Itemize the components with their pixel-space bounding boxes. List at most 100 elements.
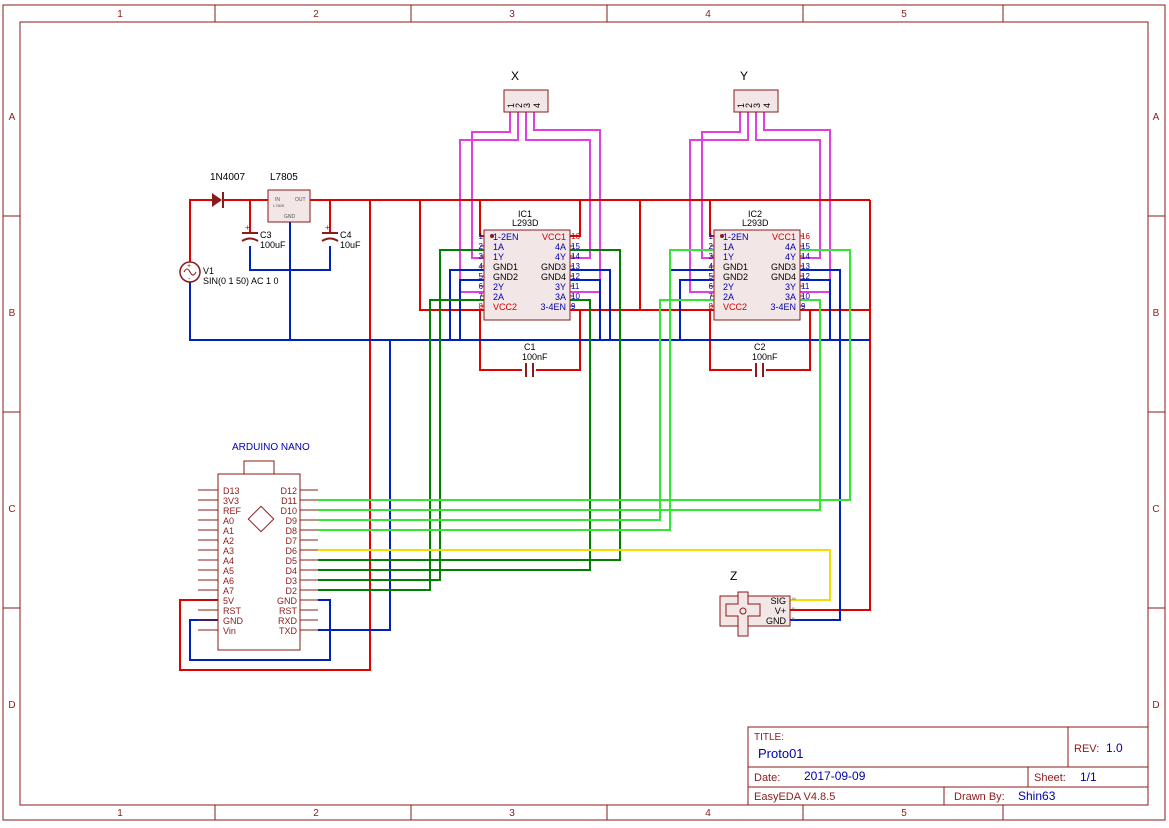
arduino-pin-right: D8 [285, 526, 297, 536]
capacitor-c1: C1 100nF [522, 342, 548, 377]
col-label-bottom-2: 2 [313, 808, 319, 819]
arduino-pin-right: D7 [285, 536, 297, 546]
arduino-pin-left: A7 [223, 586, 234, 596]
ic2-pin-name-right: 3A [785, 292, 796, 302]
ic1-pin-name-right: VCC1 [542, 232, 566, 242]
ic1-pin-num-right: 14 [571, 252, 580, 261]
ic2-pin-name-right: 4A [785, 242, 796, 252]
regulator-gnd-label: GND [284, 214, 296, 220]
arduino-pin-right: D3 [285, 576, 297, 586]
connector-y-pin-4: 4 [762, 103, 772, 108]
sheet-value: 1/1 [1080, 770, 1097, 784]
connector-x-pin-4: 4 [532, 103, 542, 108]
ic1-pin-num-left: 1 [479, 232, 484, 241]
diode-1n4007: 1N4007 [210, 172, 245, 208]
wire-servo-signal [318, 549, 831, 601]
sheet-frame [2, 4, 1166, 821]
col-label-top-5: 5 [901, 9, 907, 20]
ic1-pin-name-left: 1-2EN [493, 232, 519, 242]
ic1-pin-name-right: 3Y [555, 282, 566, 292]
frame-labels: 1 2 3 4 5 1 2 3 4 5 A B C D A B C D [8, 9, 1159, 819]
regulator-out-label: OUT [295, 197, 306, 203]
regulator-part-label: L7805 [273, 203, 285, 208]
arduino-pin-left: 5V [223, 596, 234, 606]
regulator-l7805: L7805 IN L7805 OUT GND [267, 172, 311, 223]
diode-label: 1N4007 [210, 172, 245, 183]
wires-signal-light [318, 249, 851, 531]
connector-y-pin-3: 3 [752, 103, 762, 108]
capacitor-c3: + C3 100uF [241, 223, 286, 250]
ic1-pin-name-right: 4Y [555, 252, 566, 262]
servo-mark-w: W [792, 596, 796, 601]
ic1-pin-name-right: GND4 [541, 272, 566, 282]
ic2-pin-num-right: 16 [801, 232, 810, 241]
ic1-pin-name-right: 3-4EN [540, 302, 566, 312]
capacitor-c2: C2 100nF [752, 342, 778, 377]
servo-pin-gnd: GND [766, 616, 787, 626]
arduino-pin-right: TXD [279, 626, 298, 636]
date-label: Date: [754, 772, 780, 784]
drawn-value: Shin63 [1018, 789, 1056, 803]
regulator-in-label: IN [275, 197, 280, 203]
regulator-label: L7805 [270, 172, 298, 183]
arduino-label: ARDUINO NANO [232, 442, 310, 453]
ic2-pin-name-right: GND4 [771, 272, 796, 282]
rev-value: 1.0 [1106, 741, 1123, 755]
ic1-pin-num-right: 9 [571, 302, 576, 311]
connector-y-pin-2: 2 [744, 103, 754, 108]
ic1-pin-num-left: 4 [479, 262, 484, 271]
ic2-pin-num-right: 12 [801, 272, 810, 281]
v1-minus: - [188, 276, 191, 283]
ic1-pin-num-right: 15 [571, 242, 580, 251]
ic1-pin-num-right: 12 [571, 272, 580, 281]
svg-text:+: + [245, 223, 250, 232]
connector-x: X 1 2 3 4 [503, 69, 549, 113]
arduino-pin-right: D4 [285, 566, 297, 576]
servo-pin-sig: SIG [770, 596, 786, 606]
ic2-pin-name-left: GND2 [723, 272, 748, 282]
ic2-pin-name-left: 2Y [723, 282, 734, 292]
arduino-pin-right: RST [279, 606, 298, 616]
arduino-pin-left: A0 [223, 516, 234, 526]
connector-x-pin-3: 3 [522, 103, 532, 108]
ic1-ref: IC1 [518, 209, 532, 219]
ic2-pin-name-left: 1Y [723, 252, 734, 262]
ic1-pin-name-left: 1Y [493, 252, 504, 262]
source-v1: + - V1 SIN(0 1 50) AC 1 0 [179, 261, 279, 286]
ic1-pin-name-left: GND1 [493, 262, 518, 272]
arduino-pin-left: 3V3 [223, 496, 239, 506]
connector-y-label: Y [740, 69, 748, 83]
ic1-pin-name-left: 2Y [493, 282, 504, 292]
row-label-left-d: D [8, 700, 15, 711]
v1-value: SIN(0 1 50) AC 1 0 [203, 276, 279, 286]
ic1-pin-num-left: 6 [479, 282, 484, 291]
ic1-pin-name-left: 2A [493, 292, 504, 302]
ic1-pin-num-left: 8 [479, 302, 484, 311]
row-label-right-d: D [1152, 700, 1159, 711]
arduino-pin-left: D13 [223, 486, 240, 496]
ic1-pin-num-left: 3 [479, 252, 484, 261]
ic2-pin-num-left: 7 [709, 292, 714, 301]
ic2-pin-name-left: VCC2 [723, 302, 747, 312]
c2-ref: C2 [754, 342, 766, 352]
title-label: TITLE: [754, 732, 784, 743]
ic2-pin-num-left: 2 [709, 242, 714, 251]
ic2-pin-name-right: GND3 [771, 262, 796, 272]
connector-y-pin-1: 1 [736, 103, 746, 108]
row-label-left-a: A [9, 112, 16, 123]
arduino-pin-right: RXD [278, 616, 298, 626]
title-value: Proto01 [758, 746, 804, 761]
ic2-pin-num-right: 13 [801, 262, 810, 271]
ic1-pin-num-left: 5 [479, 272, 484, 281]
wires-signal-dark [318, 249, 621, 591]
ic1-pin-num-left: 7 [479, 292, 484, 301]
arduino-pin-left: A3 [223, 546, 234, 556]
ic1-pin-num-right: 10 [571, 292, 580, 301]
ic1-pin-name-left: VCC2 [493, 302, 517, 312]
ic1-part: L293D [512, 218, 539, 228]
arduino-pin-right: D2 [285, 586, 297, 596]
arduino-pin-right: D6 [285, 546, 297, 556]
